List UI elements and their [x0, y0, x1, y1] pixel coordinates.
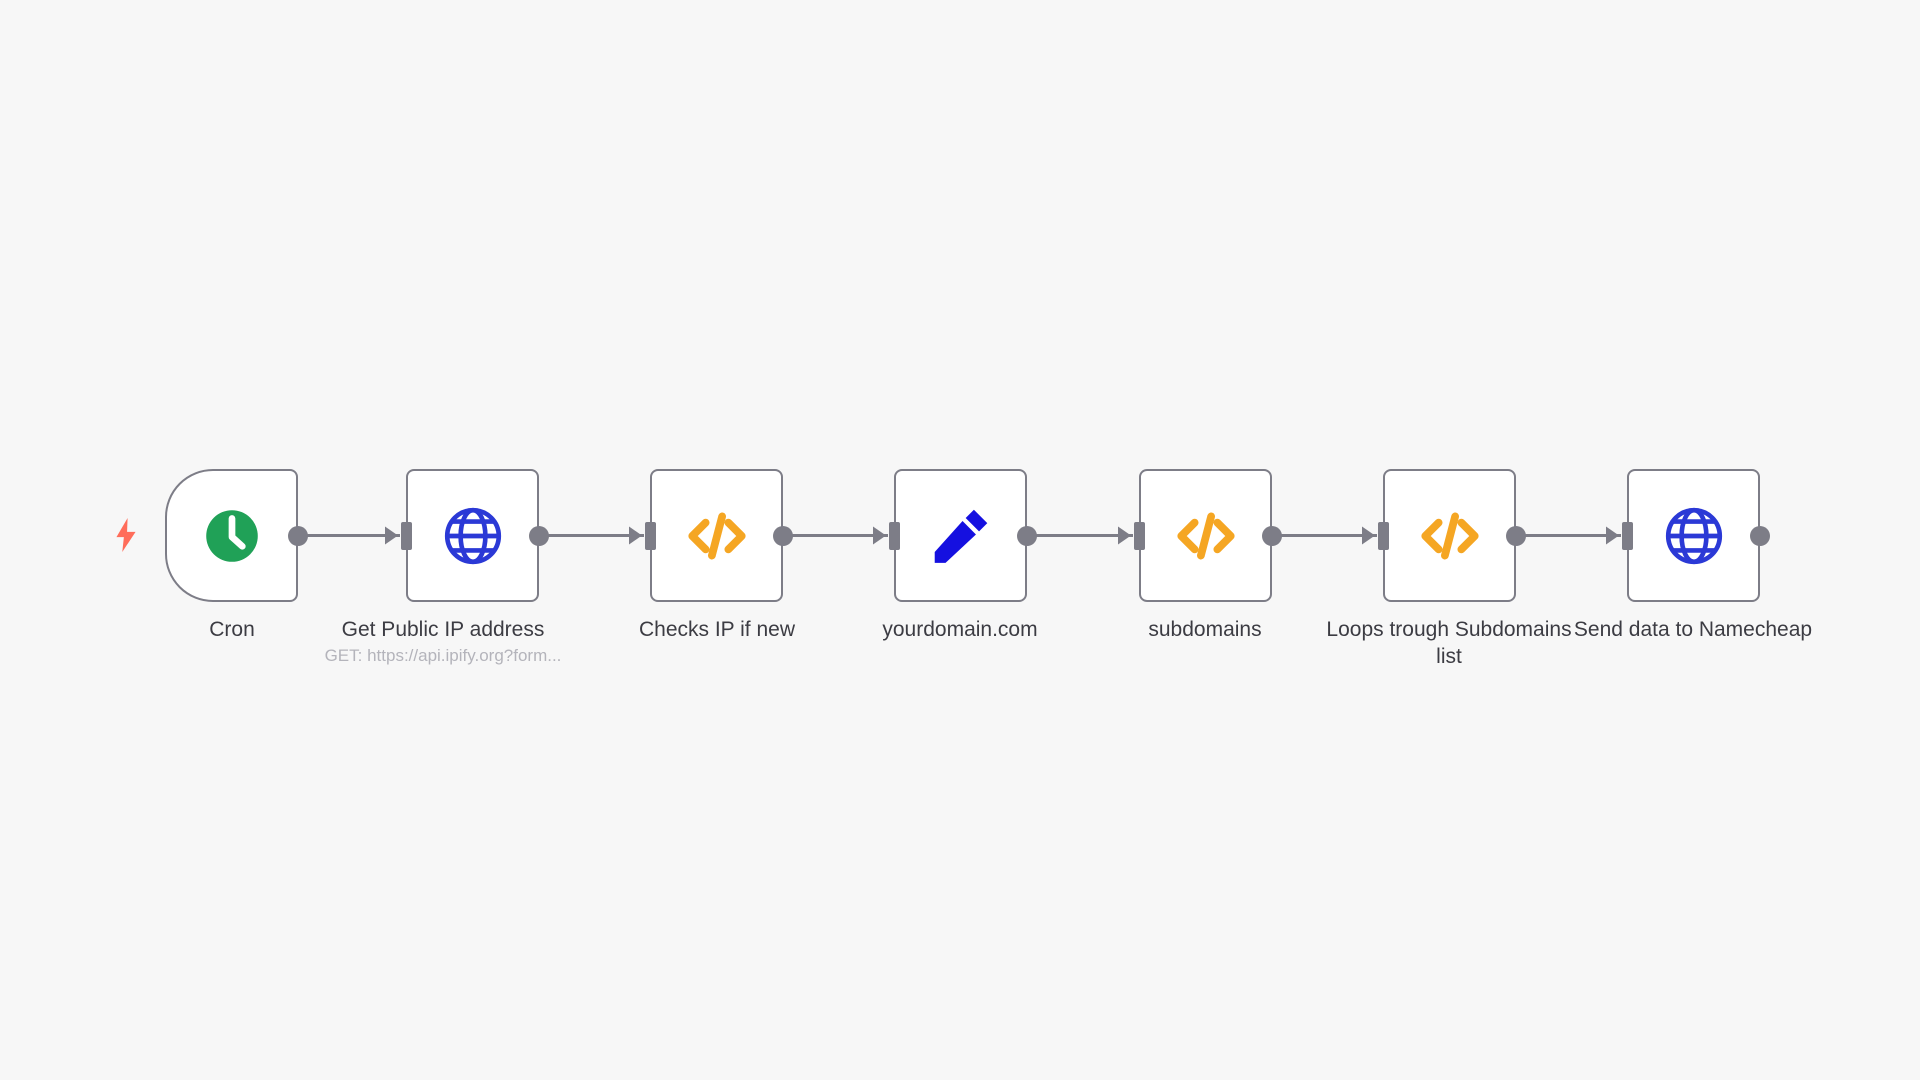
node-cron[interactable] — [165, 469, 298, 602]
connector-arrowhead-subdomains — [1118, 526, 1131, 545]
lightning-bolt-icon — [113, 518, 139, 552]
node-label-get-public-ip-address: Get Public IP address — [341, 618, 545, 641]
output-endpoint-loops-trough-subdomains-list[interactable] — [1506, 525, 1526, 546]
input-endpoint-checks-ip-if-new[interactable] — [645, 521, 656, 550]
output-endpoint-subdomains[interactable] — [1262, 525, 1282, 546]
connector-arrowhead-get-public-ip-address — [385, 526, 398, 545]
output-endpoint-yourdomain-com[interactable] — [1017, 525, 1037, 546]
node-send-data-to-namecheap[interactable] — [1627, 469, 1760, 602]
node-sublabel-get-public-ip-address: GET: https://api.ipify.org?form... — [324, 646, 562, 665]
node-label-send-data-to-namecheap: Send data to Namecheap — [1573, 618, 1813, 641]
output-endpoint-get-public-ip-address[interactable] — [529, 525, 549, 546]
node-label-yourdomain-com: yourdomain.com — [882, 618, 1038, 641]
code-icon — [1417, 503, 1483, 569]
input-endpoint-yourdomain-com[interactable] — [889, 521, 900, 550]
input-endpoint-get-public-ip-address[interactable] — [401, 521, 412, 550]
output-endpoint-checks-ip-if-new[interactable] — [773, 525, 793, 546]
code-icon — [1173, 503, 1239, 569]
clock-icon — [199, 503, 265, 569]
node-loops-trough-subdomains-list[interactable] — [1383, 469, 1516, 602]
node-label-cron: Cron — [209, 618, 255, 641]
output-endpoint-send-data-to-namecheap[interactable] — [1750, 525, 1770, 546]
node-label-loops-trough-subdomains-list: Loops trough Subdomains list — [1326, 618, 1572, 668]
node-checks-ip-if-new[interactable] — [650, 469, 783, 602]
node-subdomains[interactable] — [1139, 469, 1272, 602]
code-icon — [684, 503, 750, 569]
output-endpoint-cron[interactable] — [288, 525, 308, 546]
connector-arrowhead-loops-trough-subdomains-list — [1362, 526, 1375, 545]
input-endpoint-send-data-to-namecheap[interactable] — [1622, 521, 1633, 550]
input-endpoint-subdomains[interactable] — [1134, 521, 1145, 550]
node-label-subdomains: subdomains — [1148, 618, 1262, 641]
connector-arrowhead-checks-ip-if-new — [629, 526, 642, 545]
connector-arrowhead-yourdomain-com — [873, 526, 886, 545]
node-label-checks-ip-if-new: Checks IP if new — [638, 618, 795, 641]
globe-icon — [440, 503, 506, 569]
node-get-public-ip-address[interactable] — [406, 469, 539, 602]
pencil-icon — [928, 503, 994, 569]
globe-icon — [1661, 503, 1727, 569]
connector-arrowhead-send-data-to-namecheap — [1606, 526, 1619, 545]
input-endpoint-loops-trough-subdomains-list[interactable] — [1378, 521, 1389, 550]
node-yourdomain-com[interactable] — [894, 469, 1027, 602]
